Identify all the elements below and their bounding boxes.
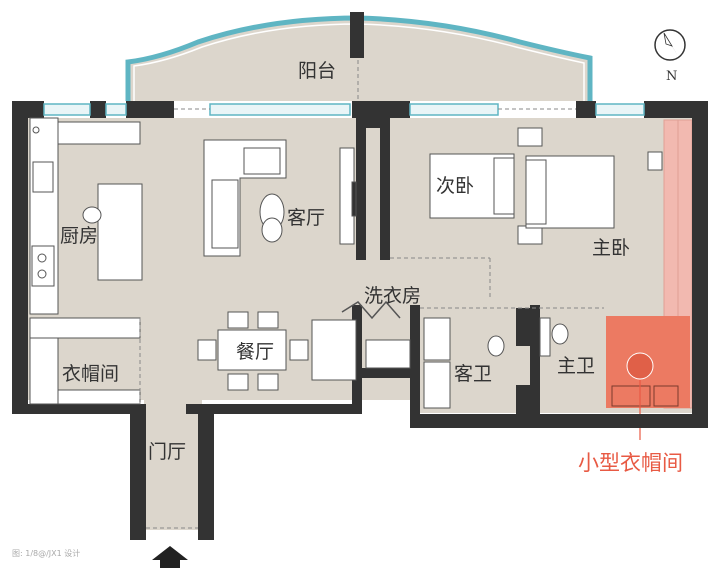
compass-icon [654,29,686,61]
compass-north-label: N [666,69,677,84]
kitchen-island [97,183,143,281]
entrance-hall-label: 门厅 [148,441,186,463]
laundry-room-label: 洗衣房 [364,285,421,307]
balcony-floor [128,18,590,101]
dining-furniture [197,311,357,391]
cloakroom-furniture [29,317,141,405]
master-toilet [551,323,569,345]
kitchen-label: 厨房 [60,225,98,247]
living-room-label: 客厅 [287,207,325,229]
master-bedroom-label: 主卧 [592,237,630,259]
guest-toilet [487,335,505,357]
bedroom-furniture [429,127,663,245]
entrance-arrow-icon [152,546,188,568]
guest-bathroom-label: 客卫 [454,363,492,385]
laundry-zigzag [341,300,401,320]
living-room-furniture [203,139,357,257]
second-bedroom-label: 次卧 [436,175,474,197]
laundry-counter [365,339,411,369]
master-bathroom-label: 主卫 [557,355,595,377]
bathroom-fixtures [423,317,569,409]
dining-table [217,329,287,371]
master-sink [539,317,551,357]
sideboard [311,319,357,381]
watermark: 图: 1/8@/JX1 设计 [12,548,80,558]
cloakroom-label: 衣帽间 [62,363,119,385]
guest-sink [423,317,451,361]
kitchen-fixtures [29,117,143,315]
cloakroom-shelf [611,385,651,407]
walls [12,101,708,540]
balcony-label: 阳台 [298,60,336,82]
entrance-floor [144,400,202,530]
cloakroom-marker-icon [626,352,654,380]
cloakroom-bench [653,385,679,407]
guest-shower [423,361,451,409]
small-cloakroom-annotation: 小型衣帽间 [578,451,683,475]
dining-room-label: 餐厅 [236,341,274,363]
balcony-column [350,12,364,58]
